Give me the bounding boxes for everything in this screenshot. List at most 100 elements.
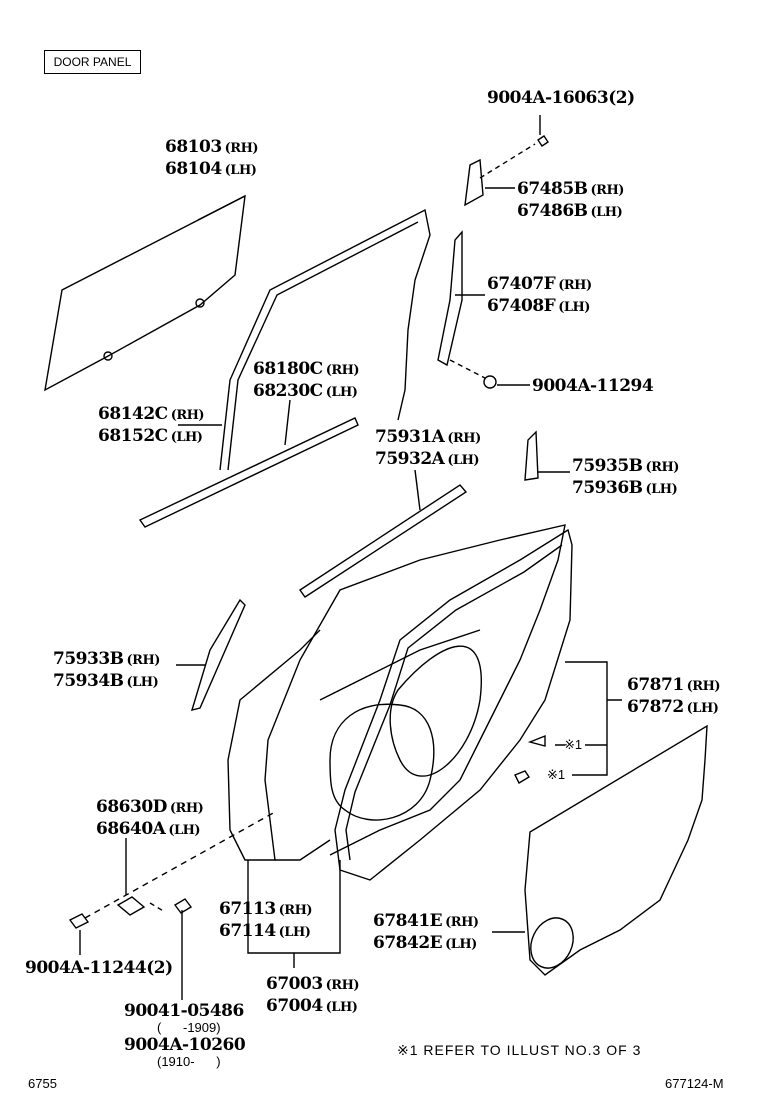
part-number: 68630D: [96, 797, 167, 817]
glass-bolt: [195, 298, 205, 308]
side-lh: (LH): [170, 430, 203, 445]
part-label-75933B: 75933B(RH) 75934B(LH): [53, 649, 160, 693]
part-label-68630D: 68630D(RH) 68640A(LH): [96, 797, 204, 841]
division-bar: [437, 230, 463, 367]
bracket-line: [247, 860, 341, 968]
speaker-hole: [530, 917, 574, 969]
part-label-67113: 67113(RH) 67114(LH): [219, 899, 313, 943]
part-number: 9004A-11294: [532, 376, 654, 396]
part-number: 67486B: [517, 201, 588, 221]
side-lh: (LH): [278, 925, 311, 940]
rear-garnish: [524, 430, 539, 481]
part-number: 9004A-10260: [124, 1035, 246, 1055]
side-rh: (RH): [325, 363, 360, 378]
part-label-9004A-16063: 9004A-16063(2): [487, 88, 635, 108]
part-label-68103: 68103(RH) 68104(LH): [165, 137, 259, 181]
side-lh: (LH): [590, 205, 623, 220]
side-rh: (RH): [170, 408, 205, 423]
page-code: 6755: [28, 1076, 57, 1091]
side-rh: (RH): [325, 978, 360, 993]
part-number: 75934B: [53, 671, 124, 691]
part-label-67841E: 67841E(RH) 67842E(LH): [373, 911, 479, 955]
part-number: 75931A: [375, 427, 445, 447]
part-number: 67871: [627, 675, 684, 695]
part-number: 68152C: [98, 426, 168, 446]
leader: [449, 359, 486, 379]
glass-bolt: [103, 351, 113, 361]
part-number: 68142C: [98, 404, 168, 424]
leader: [414, 469, 421, 511]
part-number: 75933B: [53, 649, 124, 669]
hinge: [116, 896, 146, 916]
door-inner-ellipse: [389, 645, 482, 777]
part-number: 67842E: [373, 933, 443, 953]
part-number: 68103: [165, 137, 222, 157]
part-number: 90041-05486: [124, 1001, 244, 1021]
screw: [537, 135, 549, 147]
part-number: 67114: [219, 921, 276, 941]
part-number: 75935B: [572, 456, 643, 476]
bolt: [68, 913, 90, 929]
side-rh: (RH): [645, 460, 680, 475]
side-rh: (RH): [445, 915, 479, 930]
glass-run: [219, 208, 431, 471]
leader: [149, 902, 166, 913]
part-number: 67407F: [487, 274, 556, 294]
part-number: 9004A-11244(2): [25, 958, 173, 978]
part-number: 75936B: [572, 478, 643, 498]
ref-mark-2: ※1: [547, 767, 566, 782]
part-label-9004A-11294: 9004A-11294: [532, 376, 654, 396]
side-lh: (LH): [168, 823, 201, 838]
part-label-9004A-10260: 9004A-10260: [124, 1035, 246, 1055]
door-shell: [229, 524, 566, 861]
part-number: 67872: [627, 697, 684, 717]
belt-weatherstrip: [138, 417, 359, 528]
part-label-67407F: 67407F(RH) 67408F(LH): [487, 274, 592, 318]
diagram-title: DOOR PANEL: [44, 50, 141, 74]
part-number: 67485B: [517, 179, 588, 199]
side-rh: (RH): [224, 141, 259, 156]
part-number: 68230C: [253, 381, 323, 401]
part-label-68180C: 68180C(RH) 68230C(LH): [253, 359, 360, 403]
door-frame: [227, 629, 481, 861]
date-range-2: (1910- ): [157, 1054, 221, 1069]
part-label-68142C: 68142C(RH) 68152C(LH): [98, 404, 205, 448]
bracket-line: [555, 661, 622, 776]
footnote: ※1 REFER TO ILLUST NO.3 OF 3: [397, 1042, 642, 1058]
side-lh: (LH): [224, 163, 257, 178]
side-rh: (RH): [447, 431, 481, 446]
side-lh: (LH): [645, 482, 678, 497]
part-number: 9004A-16063(2): [487, 88, 635, 108]
leader: [84, 811, 276, 919]
clip: [527, 734, 546, 747]
part-label-75931A: 75931A(RH) 75932A(LH): [375, 427, 481, 471]
side-lh: (LH): [445, 937, 477, 952]
leader: [284, 399, 291, 446]
part-number: 67004: [266, 996, 323, 1016]
clip: [514, 770, 530, 784]
leader: [479, 143, 536, 179]
part-number: 67408F: [487, 296, 556, 316]
part-number: 68640A: [96, 819, 166, 839]
side-rh: (RH): [590, 183, 625, 198]
side-rh: (RH): [686, 679, 721, 694]
leader: [197, 195, 246, 221]
part-label-90041-05486: 90041-05486: [124, 1001, 244, 1021]
side-lh: (LH): [558, 300, 590, 315]
outer-weatherstrip: [299, 484, 468, 598]
side-rh: (RH): [558, 278, 592, 293]
side-lh: (LH): [325, 1000, 358, 1015]
side-lh: (LH): [325, 385, 358, 400]
part-label-9004A-11244: 9004A-11244(2): [25, 958, 173, 978]
door-glass: [44, 194, 246, 392]
part-number: 67113: [219, 899, 276, 919]
part-number: 67003: [266, 974, 323, 994]
part-number: 68104: [165, 159, 222, 179]
side-lh: (LH): [686, 701, 719, 716]
corner-cover: [464, 158, 484, 207]
date-range-1: ( -1909): [157, 1020, 221, 1035]
part-label-67871: 67871(RH) 67872(LH): [627, 675, 721, 719]
door-weatherstrip: [334, 528, 573, 881]
